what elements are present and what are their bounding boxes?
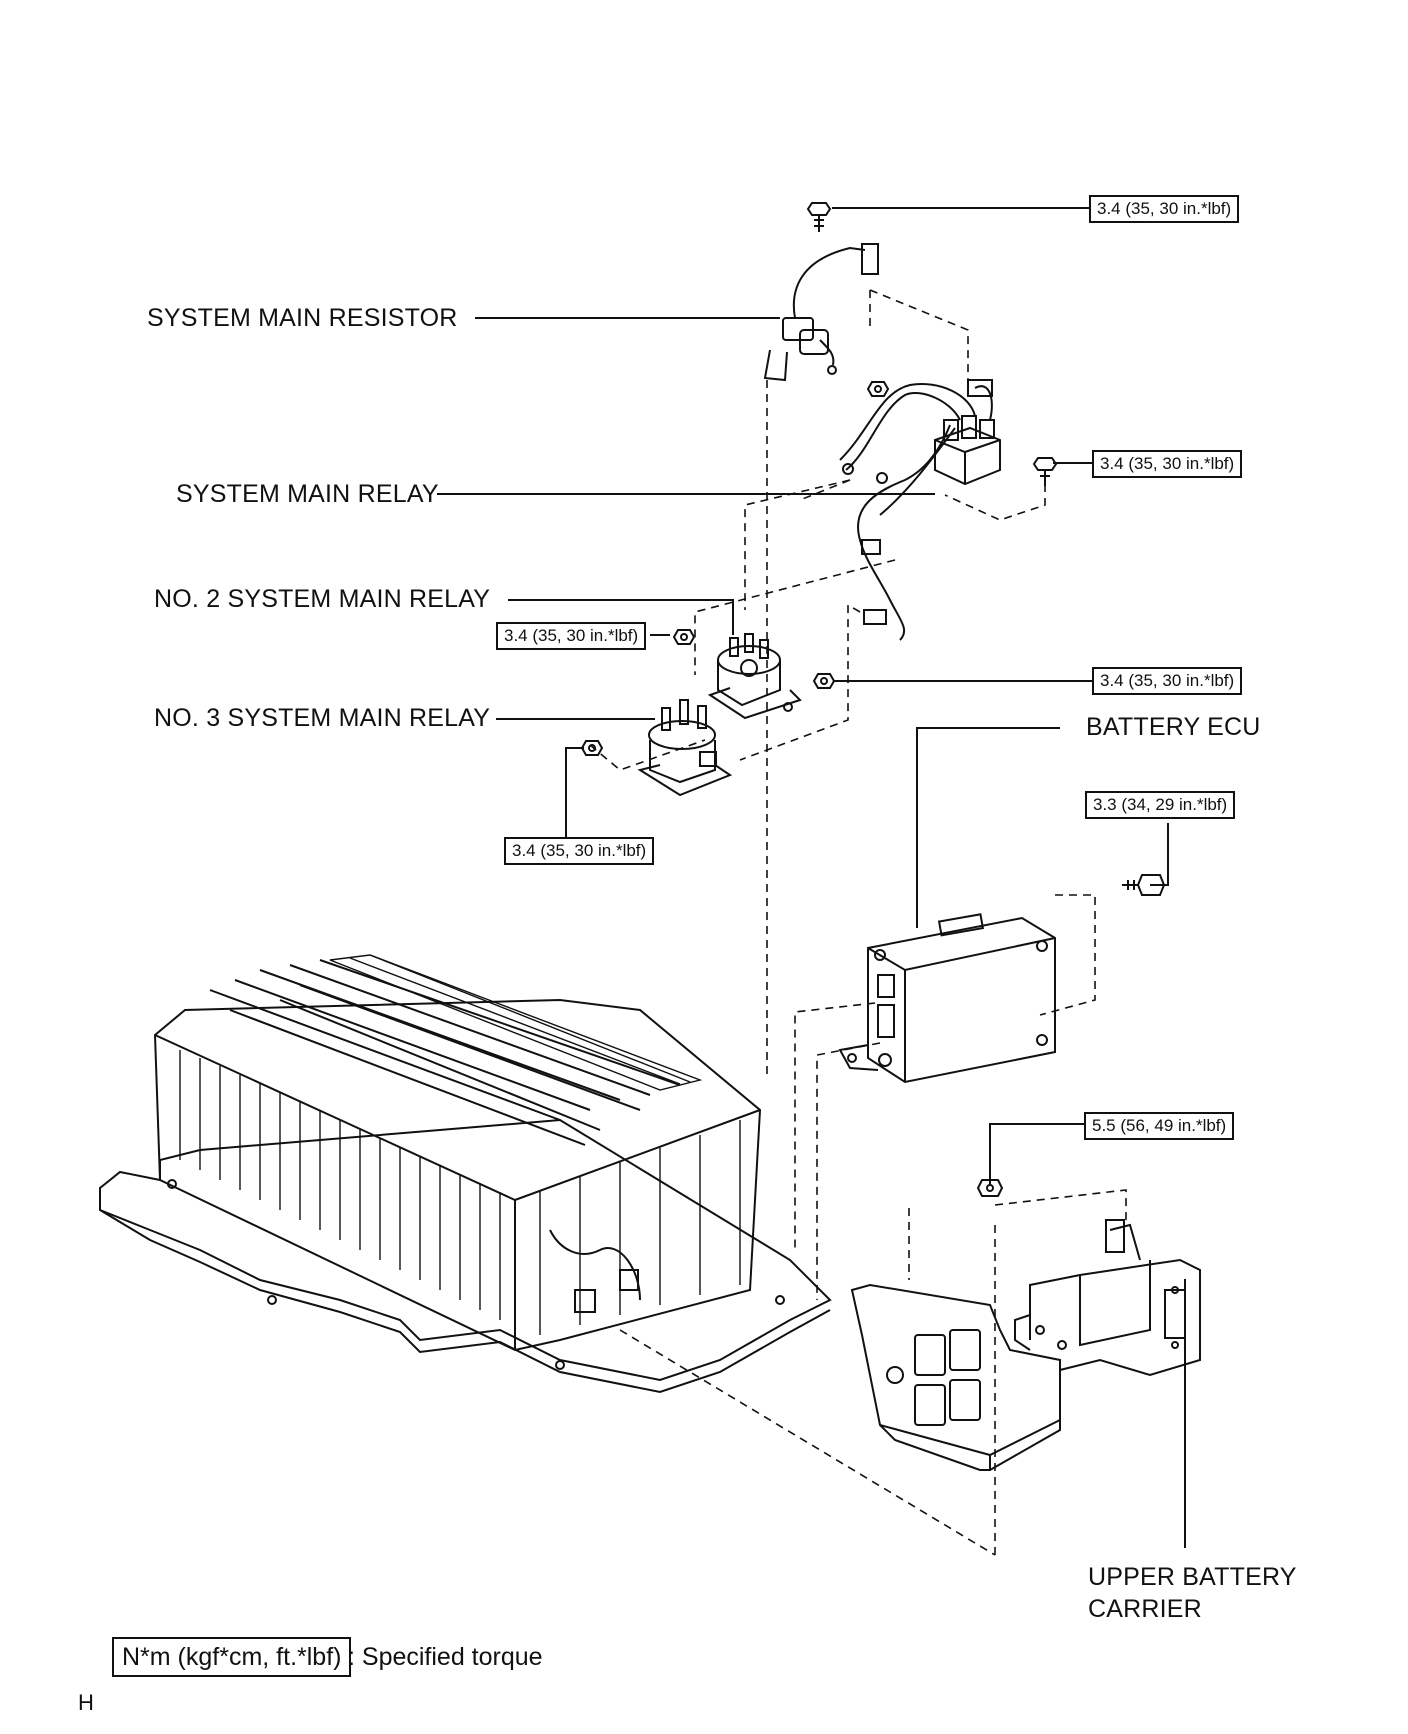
upper-battery-carrier-label-line1: UPPER BATTERY [1088,1563,1297,1591]
nut-icon [976,1179,1004,1197]
torque-callout: 3.4 (35, 30 in.*lbf) [504,837,655,865]
hv-battery-assembly [99,954,832,1394]
system-main-resistor-label: SYSTEM MAIN RESISTOR [147,304,458,332]
upper-battery-carrier [850,1219,1201,1471]
torque-callout: 3.4 (35, 30 in.*lbf) [1089,195,1240,223]
upper-battery-carrier-label-line2: CARRIER [1088,1595,1202,1623]
system-main-resistor [763,243,879,382]
no3-system-main-relay-label: NO. 3 SYSTEM MAIN RELAY [154,704,491,732]
nut-icon [812,673,836,689]
system-main-relay [839,379,1001,641]
nut-icon [672,629,696,645]
battery-ecu [838,913,1056,1084]
legend-torque-text: : Specified torque [348,1643,543,1671]
no3-system-main-relay [637,699,733,797]
system-main-relay-label: SYSTEM MAIN RELAY [176,480,439,508]
no2-system-main-relay [707,633,802,720]
bolt-icon [1122,874,1166,896]
nut-icon [866,381,890,397]
nut-icon [580,740,604,756]
no2-system-main-relay-label: NO. 2 SYSTEM MAIN RELAY [154,585,491,613]
torque-callout: 3.4 (35, 30 in.*lbf) [496,622,647,650]
torque-callout: 3.3 (34, 29 in.*lbf) [1085,791,1236,819]
leader-lines [437,207,1186,1548]
battery-ecu-label: BATTERY ECU [1086,713,1261,741]
torque-callout: 3.4 (35, 30 in.*lbf) [1092,667,1243,695]
bolt-icon [1032,457,1058,486]
torque-callout: 3.4 (35, 30 in.*lbf) [1092,450,1243,478]
bolt-icon [806,202,832,232]
legend-torque-box: N*m (kgf*cm, ft.*lbf) [112,1637,352,1677]
torque-callout: 5.5 (56, 49 in.*lbf) [1084,1112,1235,1140]
corner-mark: H [78,1690,94,1715]
